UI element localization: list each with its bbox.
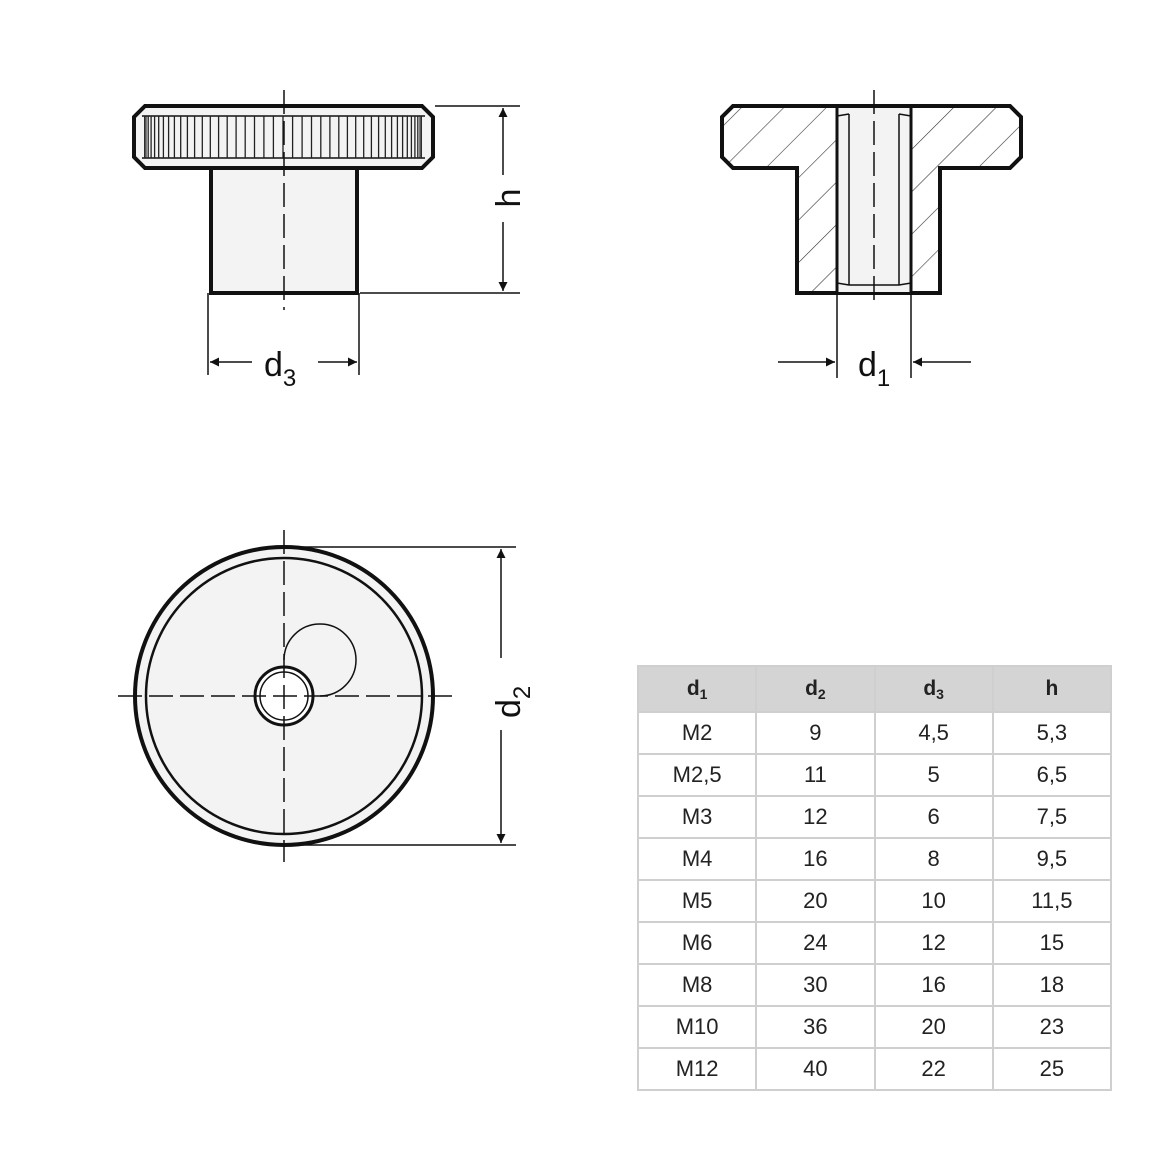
cell-h: 6,5 (991, 753, 1113, 797)
top-view: d2 (118, 530, 536, 862)
cell-d1: M6 (636, 921, 758, 965)
cell-d2: 16 (755, 837, 876, 881)
header-h: h (991, 665, 1113, 713)
header-d2: d2 (755, 665, 876, 713)
cell-h: 18 (991, 963, 1113, 1007)
cell-d2: 40 (755, 1047, 876, 1091)
cell-d3: 10 (873, 879, 994, 923)
cell-d2: 11 (755, 753, 876, 797)
cell-d3: 8 (873, 837, 994, 881)
cell-d3: 22 (873, 1047, 994, 1091)
cell-d3: 4,5 (873, 711, 994, 755)
cell-d2: 12 (755, 795, 876, 839)
knurl-lines (144, 116, 422, 158)
cell-d1: M4 (636, 837, 758, 881)
cell-d1: M2 (636, 711, 758, 755)
cell-d1: M10 (636, 1005, 758, 1049)
side-view: h d3 (132, 90, 528, 392)
cell-d2: 24 (755, 921, 876, 965)
cell-h: 11,5 (991, 879, 1113, 923)
cell-h: 9,5 (991, 837, 1113, 881)
header-d1: d1 (636, 665, 758, 713)
chamfer-circle (144, 556, 424, 836)
cell-d1: M2,5 (636, 753, 758, 797)
cell-h: 7,5 (991, 795, 1113, 839)
cell-d1: M12 (636, 1047, 758, 1091)
cell-h: 15 (991, 921, 1113, 965)
h-label: h (490, 189, 528, 208)
cell-d3: 6 (873, 795, 994, 839)
cell-d3: 5 (873, 753, 994, 797)
cell-h: 23 (991, 1005, 1113, 1049)
cell-h: 25 (991, 1047, 1113, 1091)
cell-d1: M3 (636, 795, 758, 839)
cell-d2: 36 (755, 1005, 876, 1049)
d3-label: d3 (264, 346, 296, 392)
d2-label: d2 (490, 686, 536, 718)
section-view: d1 (720, 90, 1023, 392)
cell-d2: 20 (755, 879, 876, 923)
table-header-row: d1 d2 d3 h (636, 665, 1113, 713)
thread-arc (283, 623, 357, 697)
cell-d2: 9 (755, 711, 876, 755)
cell-d1: M5 (636, 879, 758, 923)
cell-h: 5,3 (991, 711, 1113, 755)
header-d3: d3 (873, 665, 994, 713)
cell-d3: 12 (873, 921, 994, 965)
cell-d3: 20 (873, 1005, 994, 1049)
cell-d3: 16 (873, 963, 994, 1007)
cell-d2: 30 (755, 963, 876, 1007)
d1-label: d1 (858, 346, 890, 392)
cell-d1: M8 (636, 963, 758, 1007)
